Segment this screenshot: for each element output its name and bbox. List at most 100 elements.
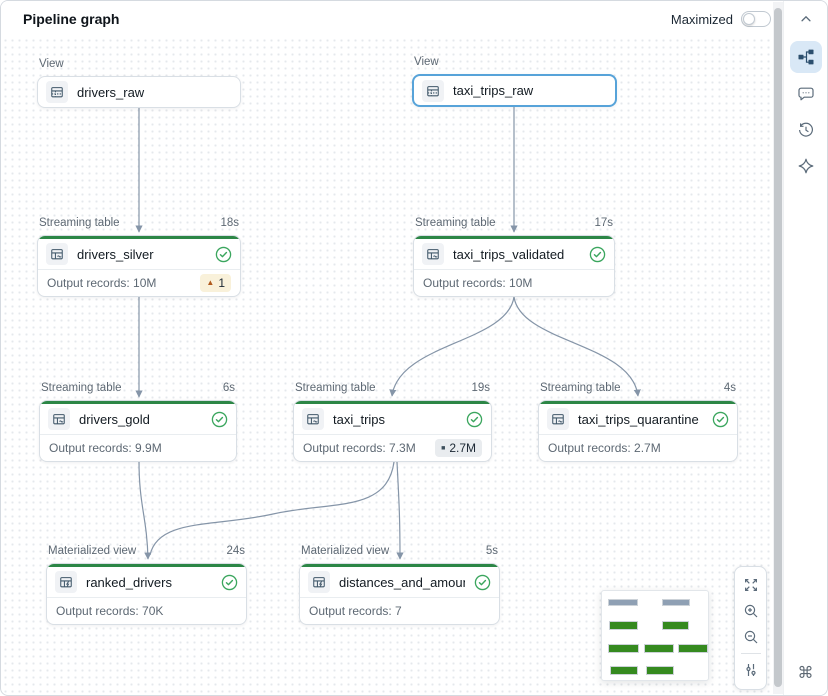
minimap[interactable]: [601, 590, 709, 681]
minimap-node: [662, 599, 690, 606]
zoom-in-button[interactable]: [738, 598, 764, 624]
node-duration: 19s: [471, 382, 490, 394]
node-duration: 4s: [723, 382, 736, 394]
node-title: drivers_silver: [77, 246, 154, 262]
success-check-icon: [474, 574, 491, 591]
node-title: drivers_gold: [79, 411, 150, 427]
node-card-drivers-raw[interactable]: drivers_raw: [37, 76, 241, 108]
node-duration: 17s: [594, 217, 613, 229]
node-ranked-drivers: Materialized view 24s ranked_drivers Out…: [46, 543, 247, 625]
output-records: Output records: 70K: [56, 604, 164, 618]
node-title: taxi_trips_quarantine: [578, 411, 699, 427]
success-progress-bar: [38, 236, 240, 239]
success-progress-bar: [414, 236, 614, 239]
fit-view-button[interactable]: [738, 572, 764, 598]
tab-comments[interactable]: [790, 78, 822, 110]
streaming-table-icon: [48, 408, 70, 430]
metric-badge: ■2.7M: [435, 439, 482, 457]
node-taxi-trips-quarantine: Streaming table 4s taxi_trips_quarantine…: [538, 380, 738, 462]
node-type-label: View: [414, 56, 439, 68]
page-title: Pipeline graph: [23, 11, 120, 27]
tab-update-history[interactable]: [790, 114, 822, 146]
view-icon: [46, 81, 68, 103]
assistant-sparkle-icon: [798, 158, 813, 174]
minimap-node: [608, 644, 639, 653]
node-duration: 6s: [222, 382, 235, 394]
minimap-node: [609, 621, 638, 630]
node-card-ranked-drivers[interactable]: ranked_drivers Output records: 70K: [46, 563, 247, 625]
maximized-label: Maximized: [670, 11, 733, 27]
node-type-label: View: [39, 58, 64, 70]
maximized-toggle[interactable]: [741, 11, 771, 27]
materialized-view-icon: [55, 571, 77, 593]
success-check-icon: [466, 411, 483, 428]
node-taxi-trips: Streaming table 19s taxi_trips Output re…: [293, 380, 492, 462]
output-records: Output records: 10M: [47, 276, 157, 290]
node-taxi-trips-raw: View taxi_trips_raw: [412, 54, 617, 107]
success-check-icon: [221, 574, 238, 591]
comments-icon: [797, 87, 814, 101]
materialized-view-icon: [308, 571, 330, 593]
node-type-label: Streaming table: [41, 382, 122, 394]
node-card-taxi-trips[interactable]: taxi_trips Output records: 7.3M ■2.7M: [293, 400, 492, 462]
node-card-distances-and-amounts[interactable]: distances_and_amounts_b... Output record…: [299, 563, 500, 625]
graph-settings-button[interactable]: [738, 657, 764, 683]
node-title: drivers_raw: [77, 84, 145, 100]
success-progress-bar: [40, 401, 236, 404]
node-card-taxi-trips-quarantine[interactable]: taxi_trips_quarantine Output records: 2.…: [538, 400, 738, 462]
success-progress-bar: [300, 564, 499, 567]
keyboard-shortcuts-button[interactable]: ⌘: [797, 665, 814, 682]
success-check-icon: [215, 246, 232, 263]
node-card-taxi-trips-validated[interactable]: taxi_trips_validated Output records: 10M: [413, 235, 615, 297]
success-check-icon: [589, 246, 606, 263]
node-type-label: Materialized view: [48, 545, 137, 557]
streaming-table-icon: [302, 408, 324, 430]
node-type-label: Streaming table: [295, 382, 376, 394]
warning-triangle-icon: ▲: [206, 278, 215, 287]
metric-square-icon: ■: [441, 444, 446, 452]
node-card-drivers-gold[interactable]: drivers_gold Output records: 9.9M: [39, 400, 237, 462]
toolbar-divider: [740, 653, 761, 654]
success-progress-bar: [294, 401, 491, 404]
node-title: distances_and_amounts_b...: [339, 574, 465, 590]
streaming-table-icon: [46, 243, 68, 265]
streaming-table-icon: [547, 408, 569, 430]
node-distances-and-amounts: Materialized view 5s distances_and_amoun…: [299, 543, 500, 625]
header-right: Maximized: [671, 11, 771, 27]
minimap-node: [610, 666, 638, 675]
output-records: Output records: 7.3M: [303, 441, 416, 455]
node-duration: 5s: [485, 545, 498, 557]
success-progress-bar: [47, 564, 246, 567]
view-icon: [422, 79, 444, 102]
success-check-icon: [712, 411, 729, 428]
tab-pipeline-graph[interactable]: [789, 41, 822, 73]
output-records: Output records: 7: [309, 604, 402, 618]
scrollbar-thumb[interactable]: [774, 8, 782, 687]
node-title: taxi_trips_validated: [453, 246, 565, 262]
toggle-knob: [743, 13, 755, 25]
node-type-label: Streaming table: [39, 217, 120, 229]
tab-assistant[interactable]: [790, 150, 822, 182]
minimap-node: [646, 666, 674, 675]
node-type-label: Streaming table: [415, 217, 496, 229]
output-records: Output records: 9.9M: [49, 441, 162, 455]
vertical-scrollbar: [773, 2, 783, 694]
node-card-taxi-trips-raw[interactable]: taxi_trips_raw: [412, 74, 617, 107]
right-sidebar: ⌘: [783, 1, 827, 695]
node-type-label: Materialized view: [301, 545, 390, 557]
node-drivers-raw: View drivers_raw: [37, 56, 241, 108]
node-card-drivers-silver[interactable]: drivers_silver Output records: 10M ▲1: [37, 235, 241, 297]
node-type-label: Streaming table: [540, 382, 621, 394]
collapse-panel-button[interactable]: [794, 10, 818, 28]
node-duration: 24s: [226, 545, 245, 557]
success-check-icon: [211, 411, 228, 428]
zoom-out-button[interactable]: [738, 624, 764, 650]
node-drivers-gold: Streaming table 6s drivers_gold Output r…: [39, 380, 237, 462]
streaming-table-icon: [422, 243, 444, 265]
output-records: Output records: 2.7M: [548, 441, 661, 455]
output-records: Output records: 10M: [423, 276, 533, 290]
node-taxi-trips-validated: Streaming table 17s taxi_trips_validated…: [413, 215, 615, 297]
node-title: ranked_drivers: [86, 574, 172, 590]
pipeline-graph-icon: [798, 49, 813, 65]
